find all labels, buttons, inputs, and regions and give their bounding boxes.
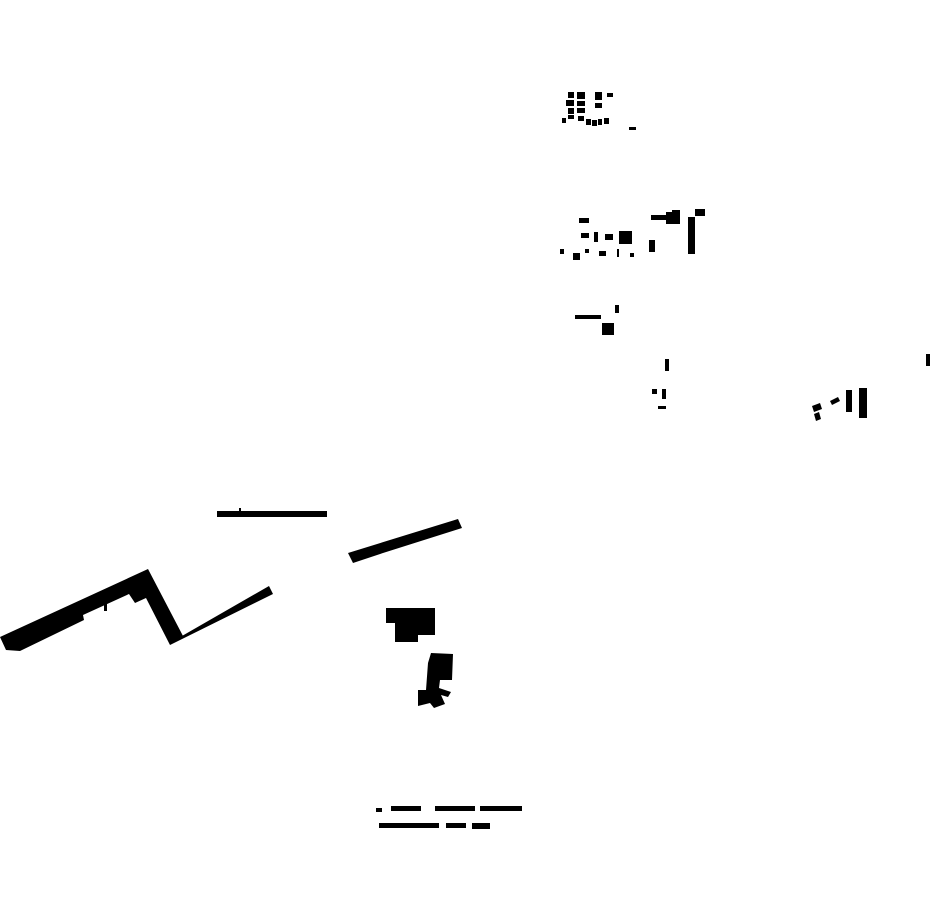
building: [0, 569, 273, 651]
building: [592, 120, 597, 126]
building: [348, 519, 462, 563]
building: [658, 406, 666, 409]
building: [568, 108, 574, 114]
building: [562, 118, 566, 123]
building: [666, 212, 672, 224]
building: [472, 823, 490, 829]
building: [814, 412, 821, 421]
building: [662, 389, 666, 399]
building: [607, 93, 613, 97]
building: [594, 232, 598, 242]
building: [695, 209, 705, 216]
building: [104, 604, 107, 611]
building: [568, 115, 574, 119]
building: [566, 100, 574, 106]
building: [560, 249, 564, 254]
building: [630, 253, 634, 257]
building: [217, 511, 327, 517]
buildings-southwest-cluster: [0, 508, 462, 708]
bottom-building-strip: [376, 806, 522, 829]
building: [619, 231, 632, 244]
building: [615, 305, 619, 313]
building: [846, 390, 852, 412]
building: [649, 240, 655, 252]
building: [418, 653, 453, 708]
building: [595, 103, 602, 108]
building: [665, 359, 669, 371]
building: [577, 92, 585, 99]
building: [575, 315, 601, 319]
building: [830, 397, 840, 405]
building: [578, 116, 584, 121]
building: [577, 101, 585, 106]
building: [435, 806, 475, 811]
building: [604, 118, 609, 124]
building: [568, 92, 574, 98]
building: [629, 127, 636, 130]
building: [577, 108, 585, 113]
building: [672, 210, 680, 224]
building: [652, 389, 657, 394]
building: [239, 508, 241, 512]
building: [859, 388, 867, 418]
building: [602, 323, 614, 335]
building: [379, 823, 439, 828]
building: [586, 119, 591, 125]
building: [926, 354, 930, 366]
building: [581, 233, 589, 238]
building: [617, 249, 619, 257]
building: [376, 808, 382, 812]
building: [605, 234, 613, 240]
building: [599, 251, 606, 256]
buildings-northeast-cluster: [560, 92, 930, 421]
building: [585, 249, 589, 253]
building: [595, 92, 602, 100]
building: [688, 217, 695, 254]
building: [446, 823, 466, 828]
building: [386, 608, 435, 642]
building: [391, 806, 421, 811]
building: [579, 218, 589, 223]
building: [573, 253, 580, 260]
building: [598, 119, 602, 125]
building: [480, 806, 522, 811]
building: [651, 215, 667, 220]
building: [812, 403, 822, 412]
